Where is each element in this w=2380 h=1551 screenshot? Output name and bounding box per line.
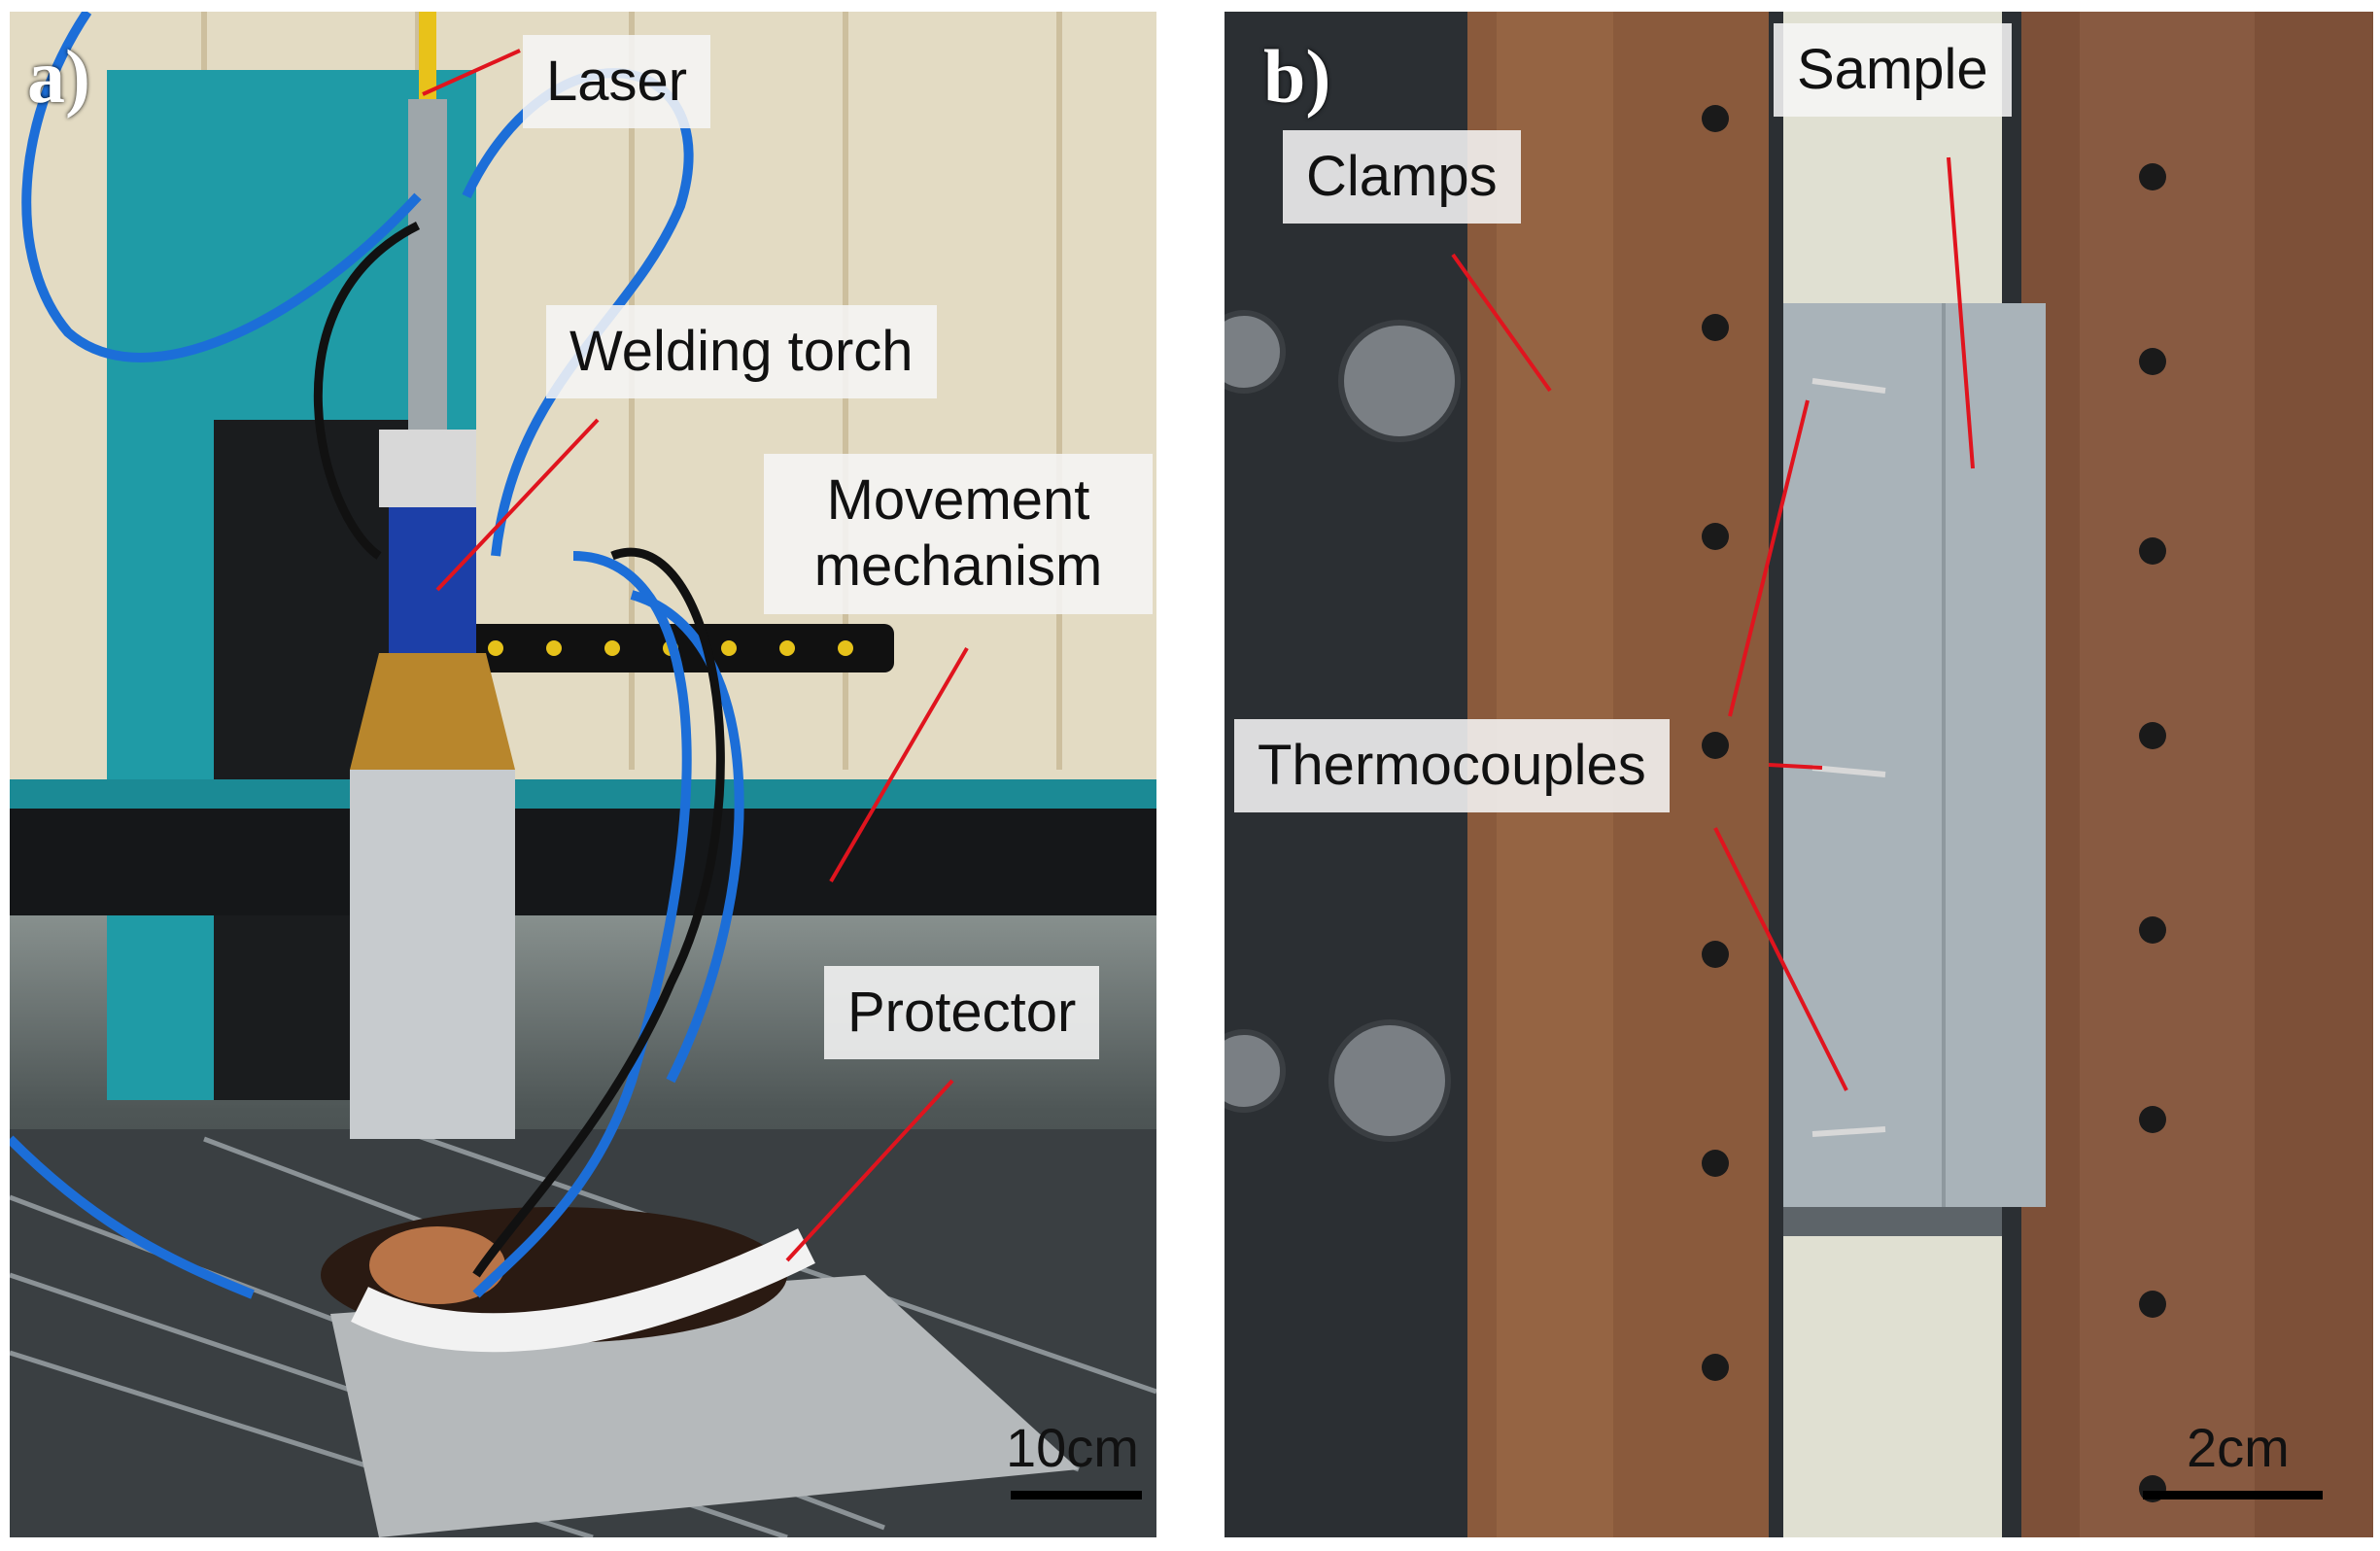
panel-b-scale-label: 2cm — [2187, 1417, 2290, 1478]
panel-b-photo: b) Sample Clamps Thermocouples 2cm — [1224, 12, 2373, 1537]
laser-label: Laser — [523, 35, 711, 129]
panel-b-letter: b) — [1263, 34, 1331, 119]
protector-label: Protector — [824, 966, 1100, 1060]
panel-b-scale-bar — [2143, 1491, 2323, 1499]
welding-torch-label: Welding torch — [546, 305, 937, 399]
panel-a-scale-bar — [1011, 1491, 1142, 1499]
panel-a-scale-label: 10cm — [1006, 1417, 1139, 1478]
welding-setup-photo — [10, 12, 1156, 1537]
clamps-label: Clamps — [1283, 130, 1521, 224]
panel-a-photo: a) Laser Welding torch Movement mechanis… — [10, 12, 1156, 1537]
movement-mechanism-label: Movement mechanism — [764, 454, 1153, 614]
sample-label: Sample — [1774, 23, 2012, 118]
thermocouples-label: Thermocouples — [1234, 719, 1670, 813]
panel-a-letter: a) — [27, 34, 90, 119]
